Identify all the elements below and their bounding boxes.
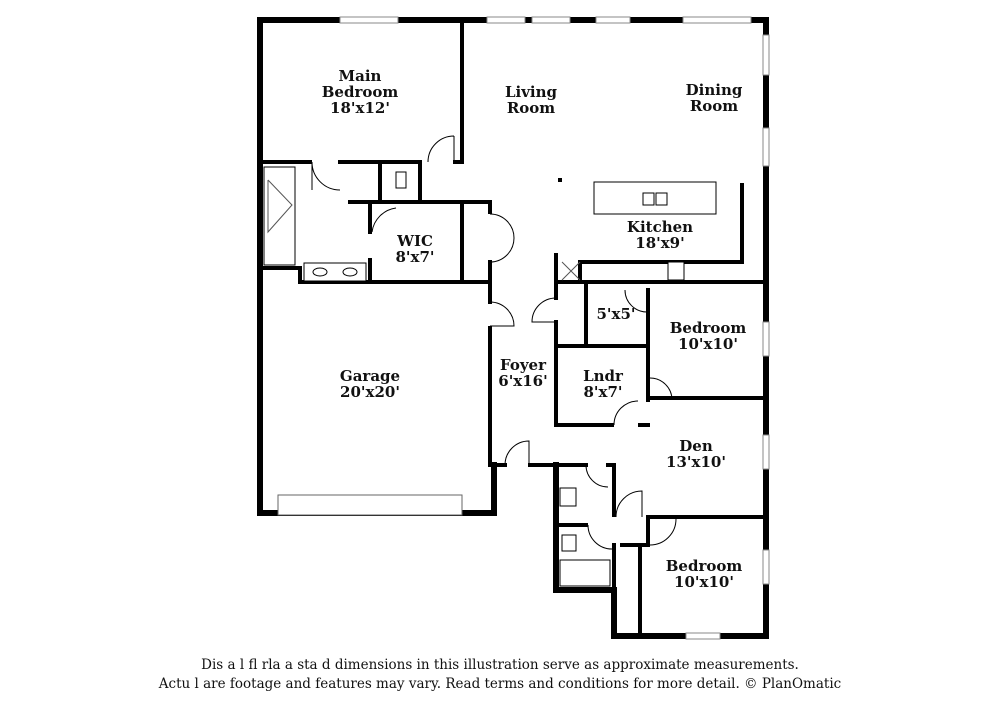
bedroom-3-name: Bedroom <box>665 557 743 575</box>
bedroom-2-label: Bedroom 10'x10' <box>660 320 756 352</box>
dining-name-1: Dining <box>685 81 743 99</box>
bath-toilet <box>561 534 577 552</box>
bedroom-2-name: Bedroom <box>669 319 747 337</box>
bathtub <box>559 559 611 587</box>
bath-sink <box>559 487 577 507</box>
den-name: Den <box>679 437 713 455</box>
foyer-name: Foyer <box>500 356 546 374</box>
double-vanity <box>303 262 367 282</box>
main-bedroom-label: Main Bedroom 18'x12' <box>310 68 410 116</box>
range <box>667 261 685 281</box>
kitchen-name: Kitchen <box>626 218 694 236</box>
wic-name: WIC <box>397 232 433 250</box>
door-swings <box>311 135 677 550</box>
wic-dims: 8'x7' <box>395 248 435 266</box>
center-mark <box>558 178 562 182</box>
bedroom-3-label: Bedroom 10'x10' <box>656 558 752 590</box>
laundry-dims: 8'x7' <box>583 383 623 401</box>
bedroom-3-dims: 10'x10' <box>674 573 734 591</box>
dining-name-2: Room <box>689 97 739 115</box>
kitchen-label: Kitchen 18'x9' <box>615 219 705 251</box>
disclaimer-line-1: Dis a l fl rla a sta d dimensions in thi… <box>201 657 799 673</box>
kitchen-dims: 18'x9' <box>635 234 685 252</box>
wic-label: WIC 8'x7' <box>385 233 445 265</box>
laundry-name: Lndr <box>583 367 623 385</box>
closet-label: 5'x5' <box>596 305 636 323</box>
laundry-label: Lndr 8'x7' <box>572 368 634 400</box>
kitchen-island <box>593 181 717 215</box>
living-room-label: Living Room <box>495 84 567 116</box>
fixtures <box>263 166 717 587</box>
main-bedroom-name-2: Bedroom <box>321 83 399 101</box>
den-dims: 13'x10' <box>666 453 726 471</box>
main-bedroom-dims: 18'x12' <box>330 99 390 117</box>
living-name-1: Living <box>504 83 558 101</box>
den-label: Den 13'x10' <box>656 438 736 470</box>
garage-label: Garage 20'x20' <box>320 368 420 400</box>
tub <box>263 166 296 266</box>
bedroom-2-dims: 10'x10' <box>678 335 738 353</box>
garage-dims: 20'x20' <box>340 383 400 401</box>
dining-room-label: Dining Room <box>676 82 752 114</box>
foyer-label: Foyer 6'x16' <box>492 357 554 389</box>
garage-name: Garage <box>339 367 401 385</box>
toilet <box>395 171 407 189</box>
windows <box>277 16 770 640</box>
interior-walls <box>258 18 768 638</box>
living-name-2: Room <box>506 99 556 117</box>
disclaimer-line-2: Actu l are footage and features may vary… <box>158 676 842 692</box>
foyer-dims: 6'x16' <box>498 372 548 390</box>
main-bedroom-name-1: Main <box>338 67 382 85</box>
